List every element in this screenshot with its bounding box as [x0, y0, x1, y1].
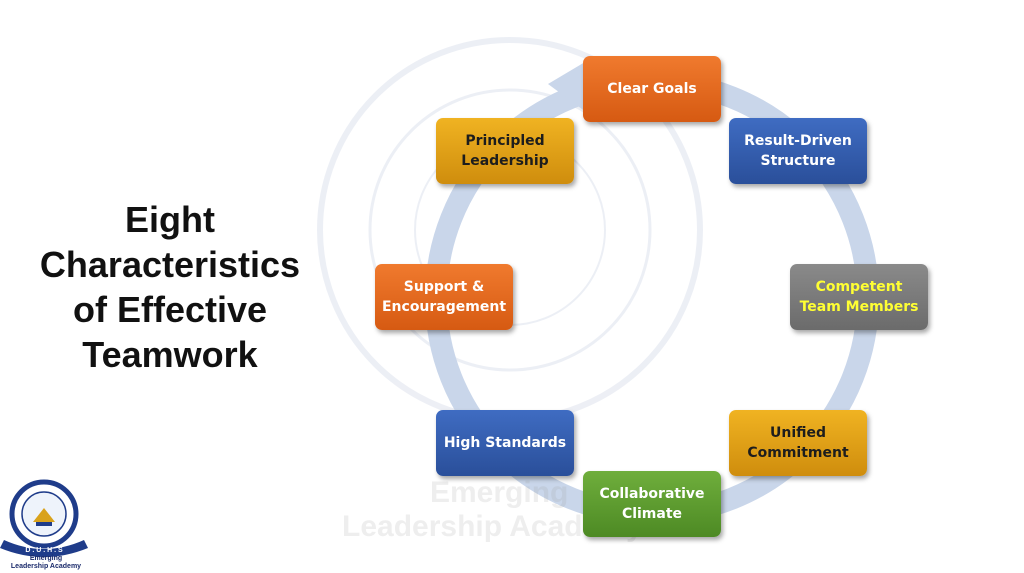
node-principled-leadership: Principled Leadership: [436, 118, 574, 184]
node-result-driven-structure: Result-Driven Structure: [729, 118, 867, 184]
watermark-academy-line1: Emerging: [430, 476, 569, 509]
title-line: Characteristics: [39, 244, 301, 285]
node-high-standards: High Standards: [436, 410, 574, 476]
logo-initials: D . U . H . S: [25, 547, 63, 554]
title-line: of Effective: [72, 289, 268, 330]
node-support-encouragement: Support & Encouragement: [375, 264, 513, 330]
node-clear-goals: Clear Goals: [583, 56, 721, 122]
node-collaborative-climate: Collaborative Climate: [583, 471, 721, 537]
node-competent-team-members: Competent Team Members: [790, 264, 928, 330]
logo-caption: Emerging Leadership Academy: [0, 555, 92, 571]
logo-caption-line2: Leadership Academy: [10, 563, 82, 570]
duhs-logo: D . U . H . S: [0, 479, 88, 557]
title-line: Teamwork: [82, 334, 258, 375]
page-title: Eight Characteristics of Effective Teamw…: [10, 197, 330, 377]
title-line: Eight: [125, 199, 215, 240]
node-unified-commitment: Unified Commitment: [729, 410, 867, 476]
logo-caption-line1: Emerging: [29, 555, 63, 562]
